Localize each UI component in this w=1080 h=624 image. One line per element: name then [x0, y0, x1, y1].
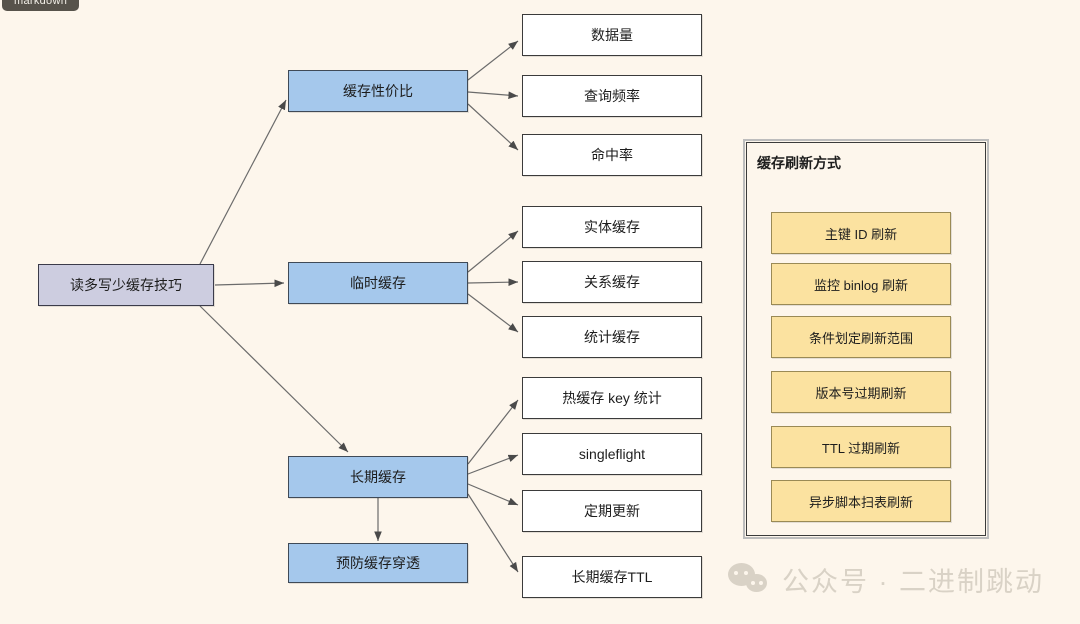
node-branch-temp-cache[interactable]: 临时缓存 [288, 262, 468, 304]
node-leaf[interactable]: 实体缓存 [522, 206, 702, 248]
panel-item[interactable]: 监控 binlog 刷新 [771, 263, 951, 305]
node-branch-label: 预防缓存穿透 [336, 554, 420, 571]
panel-item[interactable]: TTL 过期刷新 [771, 426, 951, 468]
watermark-text: 公众号 · 二进制跳动 [782, 567, 1044, 597]
panel-item-label: TTL 过期刷新 [821, 440, 901, 456]
node-branch-cost-performance[interactable]: 缓存性价比 [288, 70, 468, 112]
node-leaf[interactable]: 热缓存 key 统计 [522, 377, 702, 419]
node-leaf-label: 命中率 [591, 146, 633, 163]
watermark: 公众号 · 二进制跳动 [728, 560, 1044, 599]
node-leaf[interactable]: singleflight [522, 433, 702, 475]
node-leaf[interactable]: 查询频率 [522, 75, 702, 117]
node-leaf-label: 热缓存 key 统计 [562, 389, 662, 406]
panel-item-label: 监控 binlog 刷新 [814, 277, 908, 293]
panel-item-label: 异步脚本扫表刷新 [808, 494, 913, 510]
node-leaf[interactable]: 关系缓存 [522, 261, 702, 303]
node-leaf[interactable]: 统计缓存 [522, 316, 702, 358]
panel-item[interactable]: 版本号过期刷新 [771, 371, 951, 413]
node-leaf[interactable]: 定期更新 [522, 490, 702, 532]
node-root-label: 读多写少缓存技巧 [70, 276, 182, 293]
panel-item-label: 版本号过期刷新 [815, 385, 907, 401]
node-leaf-label: 查询频率 [584, 87, 640, 104]
node-leaf-label: 实体缓存 [584, 218, 640, 235]
node-leaf-label: 关系缓存 [584, 273, 640, 290]
panel-item[interactable]: 主键 ID 刷新 [771, 212, 951, 254]
node-leaf-label: 定期更新 [584, 502, 640, 519]
panel-title: 缓存刷新方式 [757, 155, 841, 171]
node-branch-prevent-penetration[interactable]: 预防缓存穿透 [288, 543, 468, 583]
editor-tag[interactable]: markdown [2, 0, 80, 11]
panel-item[interactable]: 异步脚本扫表刷新 [771, 480, 951, 522]
node-leaf[interactable]: 数据量 [522, 14, 702, 56]
node-branch-label: 临时缓存 [350, 274, 406, 291]
panel-item-label: 主键 ID 刷新 [824, 226, 898, 242]
node-leaf-label: 长期缓存TTL [571, 568, 653, 585]
node-branch-label: 缓存性价比 [343, 82, 413, 99]
node-leaf[interactable]: 长期缓存TTL [522, 556, 702, 598]
node-branch-long-cache[interactable]: 长期缓存 [288, 456, 468, 498]
panel-item[interactable]: 条件划定刷新范围 [771, 316, 951, 358]
node-leaf-label: 统计缓存 [584, 328, 640, 345]
node-leaf[interactable]: 命中率 [522, 134, 702, 176]
node-root[interactable]: 读多写少缓存技巧 [38, 264, 214, 306]
node-branch-label: 长期缓存 [350, 468, 406, 485]
cache-refresh-panel: 缓存刷新方式 主键 ID 刷新 监控 binlog 刷新 条件划定刷新范围 版本… [743, 139, 989, 539]
panel-item-label: 条件划定刷新范围 [808, 330, 913, 346]
node-leaf-label: 数据量 [591, 26, 633, 43]
wechat-icon [728, 562, 770, 597]
node-leaf-label: singleflight [578, 445, 646, 462]
